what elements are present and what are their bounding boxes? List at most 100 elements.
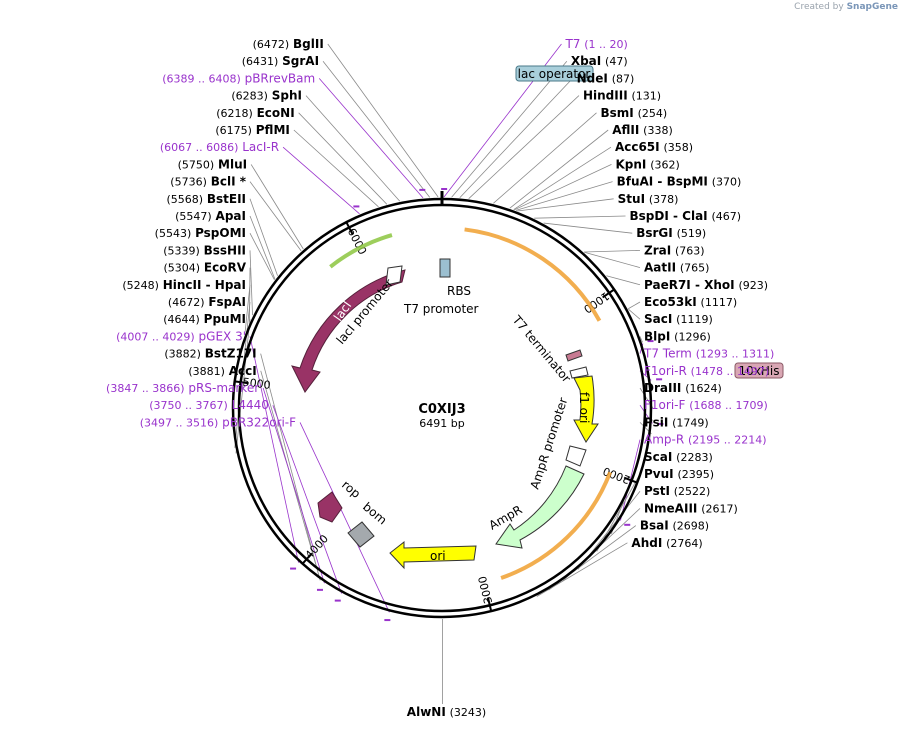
restriction-site-label[interactable]: BsmI (254)	[601, 106, 668, 120]
site-leader	[322, 60, 431, 198]
restriction-site-label[interactable]: (6175) PflMI	[215, 123, 290, 137]
restriction-site-label[interactable]: (5543) PspOMI	[155, 226, 246, 240]
AmpR-outer-arc	[500, 471, 612, 580]
primer-label[interactable]: (4007 .. 4029) pGEX 3'	[116, 329, 246, 343]
cut-position: (5543)	[155, 227, 192, 240]
restriction-site-label[interactable]: AatII (765)	[644, 261, 709, 275]
restriction-site-label[interactable]: AhdI (2764)	[631, 536, 702, 550]
rop-feature[interactable]	[317, 491, 343, 523]
primer-label[interactable]: T7 (1 .. 20)	[564, 37, 627, 51]
enzyme-name: SgrAI	[282, 54, 319, 68]
site-labels: T7 (1 .. 20) XbaI (47) NdeI (87) HindIII (1…	[106, 37, 774, 719]
restriction-site-label[interactable]: (5568) BstEII	[166, 192, 246, 206]
restriction-site-label[interactable]: PsiI (1749)	[644, 415, 709, 429]
laci-promoter-feature[interactable]	[385, 265, 403, 286]
site-leader	[584, 250, 641, 253]
cut-position: (3243)	[450, 706, 487, 719]
restriction-site-label[interactable]: (3881) AccI	[188, 364, 256, 378]
cut-position: (5547)	[175, 210, 212, 223]
site-leader	[584, 251, 641, 268]
primer-label[interactable]: T7 Term (1293 .. 1311)	[643, 347, 774, 361]
primer-label[interactable]: (3497 .. 3516) pBR322ori-F	[140, 415, 296, 429]
primer-label[interactable]: (3847 .. 3866) pRS-marker	[106, 381, 259, 395]
restriction-site-label[interactable]: (5736) BclI *	[170, 175, 246, 189]
enzyme-name: BlpI	[644, 329, 670, 343]
primer-name: pBR322ori-F	[222, 415, 296, 429]
cut-position: (378)	[649, 193, 679, 206]
primer-label[interactable]: Amp-R (2195 .. 2214)	[644, 433, 767, 447]
restriction-site-label[interactable]: PstI (2522)	[644, 484, 710, 498]
restriction-site-label[interactable]: AlwNI (3243)	[407, 705, 486, 719]
restriction-site-label[interactable]: NmeAIII (2617)	[644, 501, 738, 515]
restriction-site-label[interactable]: ZraI (763)	[644, 243, 705, 257]
restriction-site-label[interactable]: PvuI (2395)	[644, 467, 714, 481]
snapgene-credit: Created by SnapGene	[794, 2, 898, 12]
ori-feature-arrow[interactable]	[389, 540, 477, 570]
enzyme-name: ApaI	[216, 209, 246, 223]
restriction-site-label[interactable]: Eco53kI (1117)	[644, 295, 737, 309]
cut-position: (254)	[638, 107, 668, 120]
enzyme-name: Acc65I	[615, 140, 660, 154]
restriction-site-label[interactable]: (6472) BglII	[253, 37, 324, 51]
restriction-site-label[interactable]: (4644) PpuMI	[163, 312, 246, 326]
cut-position: (6431)	[242, 55, 279, 68]
restriction-site-label[interactable]: BfuAI - BspMI (370)	[617, 175, 742, 189]
restriction-site-label[interactable]: (6218) EcoNI	[216, 106, 294, 120]
restriction-site-label[interactable]: (5339) BssHII	[163, 243, 246, 257]
restriction-site-label[interactable]: BspDI - ClaI (467)	[630, 209, 742, 223]
site-leader	[249, 181, 302, 252]
restriction-site-label[interactable]: KpnI (362)	[615, 157, 679, 171]
site-leader	[249, 250, 253, 316]
restriction-site-label[interactable]: (3882) BstZ17I	[164, 347, 256, 361]
restriction-site-label[interactable]: (6283) SphI	[231, 89, 302, 103]
boxed-feature-10xhis[interactable]: 10xHis	[734, 362, 784, 379]
t7-terminator-feature[interactable]	[565, 349, 583, 362]
rbs-feature[interactable]	[439, 258, 451, 278]
primer-label[interactable]: (6067 .. 6086) LacI-R	[160, 140, 279, 154]
f1-ori-feature[interactable]	[573, 375, 599, 443]
primer-name: pRS-marker	[188, 381, 259, 395]
boxed-feature-lac-operator[interactable]: lac operator	[515, 65, 594, 82]
enzyme-name: MluI	[218, 157, 247, 171]
primer-range: (1293 .. 1311)	[696, 348, 775, 361]
restriction-site-label[interactable]: BlpI (1296)	[644, 329, 711, 343]
site-leader	[235, 319, 251, 454]
restriction-site-label[interactable]: StuI (378)	[618, 192, 679, 206]
tick-2000	[623, 476, 638, 484]
enzyme-name: EcoNI	[257, 106, 295, 120]
restriction-site-label[interactable]: (6431) SgrAI	[242, 54, 319, 68]
restriction-site-label[interactable]: BsrGI (519)	[636, 226, 706, 240]
cut-position: (6175)	[215, 124, 252, 137]
restriction-site-label[interactable]: SacI (1119)	[644, 312, 713, 326]
restriction-site-label[interactable]: BsaI (2698)	[640, 519, 709, 533]
ori-label: ori	[430, 549, 446, 563]
restriction-site-label[interactable]: (5750) MluI	[178, 157, 247, 171]
primer-label[interactable]: (3750 .. 3767) L4440	[149, 398, 269, 412]
restriction-site-label[interactable]: (5547) ApaI	[175, 209, 246, 223]
site-leader	[543, 222, 633, 234]
restriction-site-label[interactable]: (5304) EcoRV	[164, 261, 247, 275]
restriction-site-label[interactable]: NdeI (87)	[577, 71, 635, 85]
enzyme-name: AccI	[229, 364, 257, 378]
enzyme-name: XbaI	[571, 54, 601, 68]
restriction-site-label[interactable]: (4672) FspAI	[168, 295, 246, 309]
bom-feature[interactable]	[347, 521, 375, 548]
restriction-site-label[interactable]: (5248) HincII - HpaI	[122, 278, 246, 292]
site-leader	[628, 308, 641, 320]
restriction-site-label[interactable]: Acc65I (358)	[615, 140, 693, 154]
primer-label[interactable]: (6389 .. 6408) pBRrevBam	[162, 71, 315, 85]
ampr-promoter-feature[interactable]	[565, 445, 587, 467]
restriction-site-label[interactable]: AflII (338)	[612, 123, 673, 137]
primer-name: Amp-R	[644, 433, 684, 447]
primer-label[interactable]: F1ori-R (1478 .. 1497)	[644, 364, 769, 378]
enzyme-name: PaeR7I - XhoI	[644, 278, 735, 292]
restriction-site-label[interactable]: ScaI (2283)	[644, 450, 713, 464]
restriction-site-label[interactable]: XbaI (47)	[571, 54, 628, 68]
restriction-site-label[interactable]: DraIII (1624)	[644, 381, 722, 395]
primer-range: (1688 .. 1709)	[689, 399, 768, 412]
restriction-site-label[interactable]: PaeR7I - XhoI (923)	[644, 278, 768, 292]
restriction-site-label[interactable]: HindIII (131)	[583, 89, 661, 103]
primer-label[interactable]: F1ori-F (1688 .. 1709)	[644, 398, 768, 412]
ampr-feature-arrow[interactable]	[495, 465, 585, 549]
cut-position: (2617)	[701, 502, 738, 515]
